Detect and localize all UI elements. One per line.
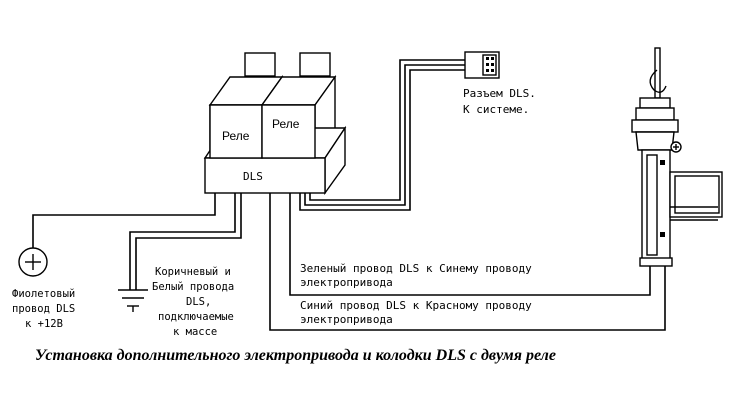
green-blue-wires [269, 193, 666, 331]
connector-label-2: К системе. [463, 103, 529, 116]
ground-label-5: к массе [173, 326, 217, 338]
ground-icon [118, 289, 148, 312]
violet-label-1: Фиолетовый [12, 288, 75, 300]
blue-wire-label-1: Синий провод DLS к Красному проводу [300, 299, 532, 312]
green-wire-label-1: Зеленый провод DLS к Синему проводу [300, 262, 532, 275]
violet-label-2: провод DLS [12, 303, 75, 315]
ground-label-2: Белый провода [152, 281, 234, 293]
diagram-caption: Установка дополнительного электропривода… [35, 347, 556, 364]
ground-wires [129, 193, 242, 290]
violet-wire [18, 193, 216, 277]
ground-label-4: подключаемые [158, 311, 234, 323]
blue-wire-label-2: электропривода [300, 313, 393, 326]
relay-right-label-front: Реле [272, 117, 300, 131]
green-wire-label-2: электропривода [300, 276, 393, 289]
dls-block-label: DLS [243, 170, 263, 183]
ground-label-1: Коричневый и [155, 266, 231, 278]
door-lock-actuator-icon [631, 47, 723, 267]
connector-label-1: Разъем DLS. [463, 87, 536, 100]
harness-to-connector [299, 59, 465, 211]
violet-label-3: к +12В [25, 318, 63, 330]
relay-left-label-front: Реле [222, 129, 250, 143]
dls-connector [464, 51, 500, 79]
ground-label-3: DLS, [186, 296, 211, 308]
